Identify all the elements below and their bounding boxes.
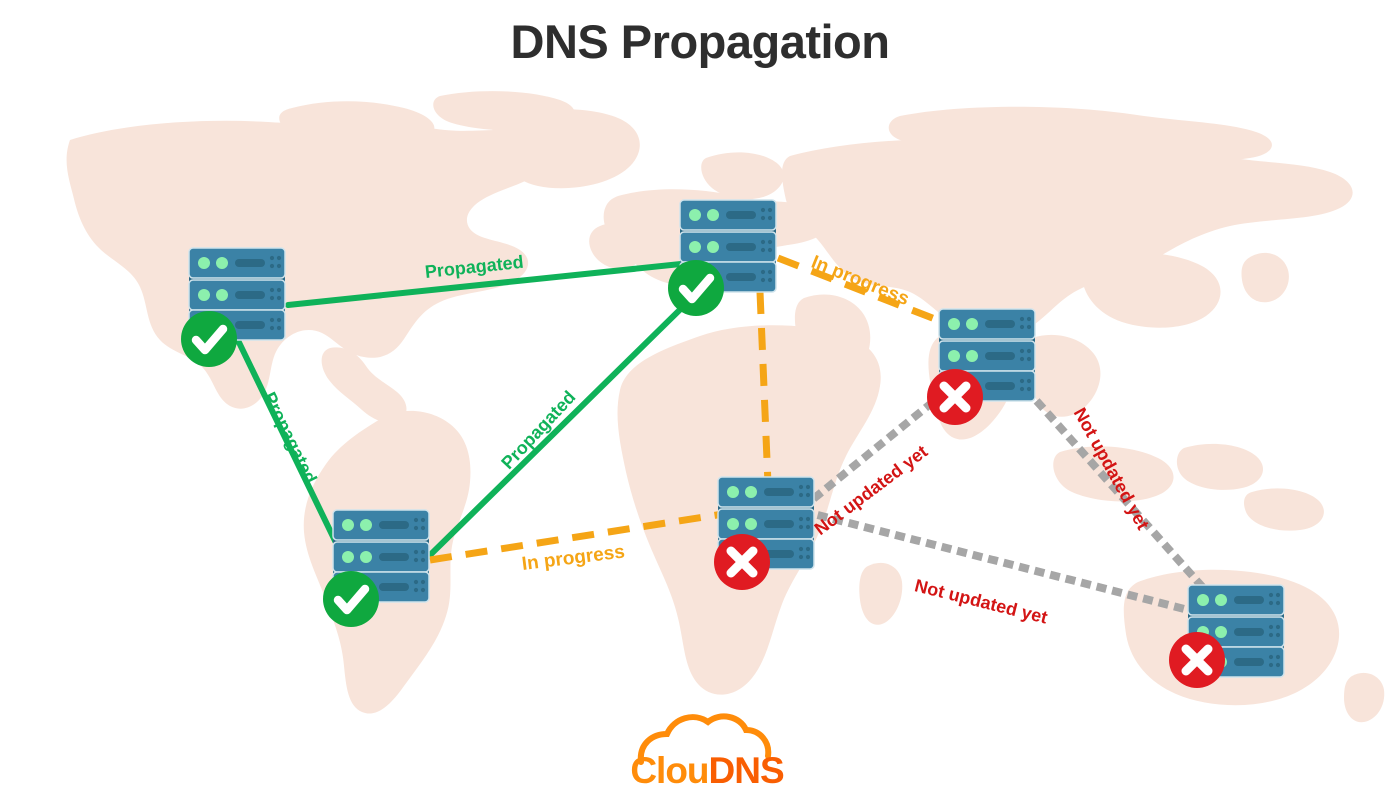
logo-text-secondary: DNS bbox=[708, 750, 785, 791]
edge-europe-south-america bbox=[421, 287, 703, 564]
cloudns-logo-text: ClouDNS bbox=[612, 750, 802, 792]
edge-south-asia-oceania bbox=[1012, 374, 1220, 606]
logo-text-primary: Clou bbox=[630, 750, 709, 791]
node-africa[interactable] bbox=[714, 477, 814, 590]
edge-south-america-africa bbox=[429, 508, 737, 564]
edge-europe-south-asia bbox=[776, 254, 960, 332]
edge-group-in-progress bbox=[429, 254, 960, 564]
edge-europe-africa bbox=[756, 291, 772, 485]
edge-north-america-europe bbox=[285, 259, 703, 308]
cloudns-cloud-icon bbox=[637, 713, 772, 765]
cloudns-logo[interactable]: ClouDNS bbox=[612, 736, 802, 792]
edge-africa-oceania bbox=[801, 507, 1201, 617]
page-title: DNS Propagation bbox=[510, 15, 890, 68]
